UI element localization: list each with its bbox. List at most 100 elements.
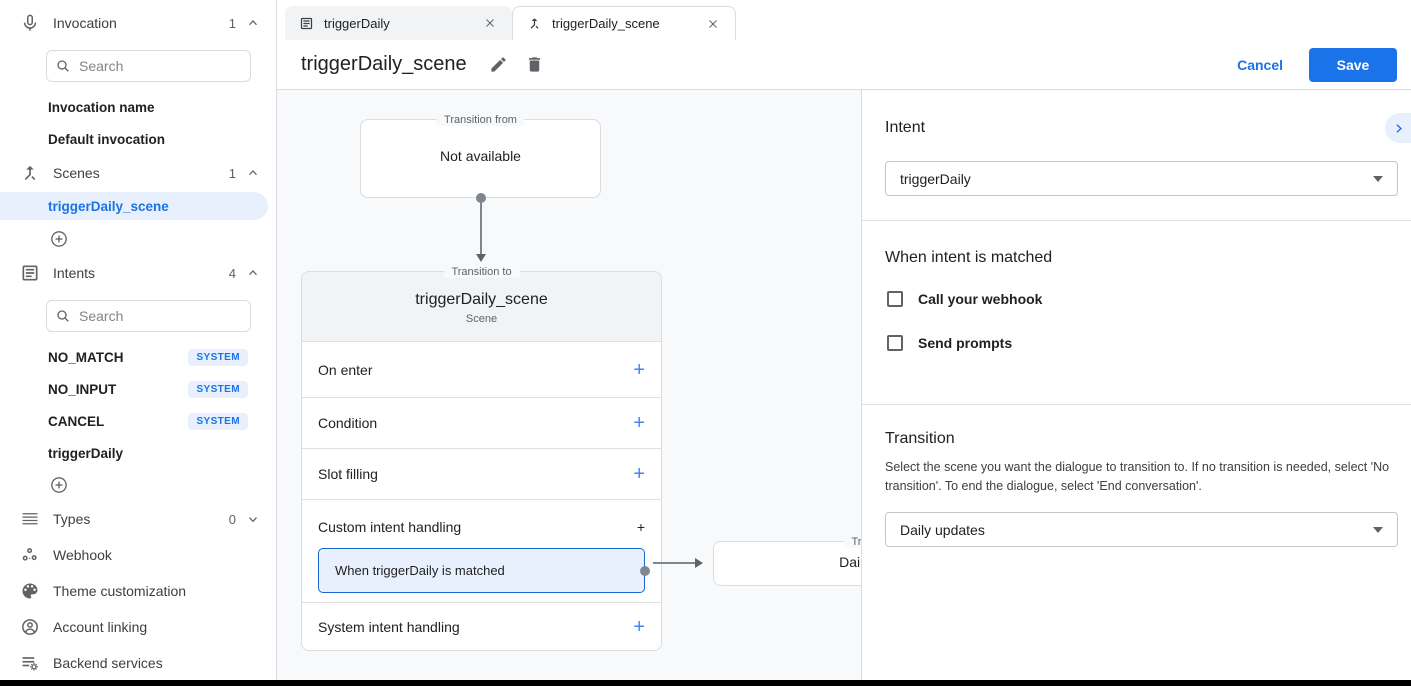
sidebar-item-webhook[interactable]: Webhook [0,542,276,568]
scene-card-title: triggerDaily_scene [415,291,548,308]
add-condition-button[interactable]: + [633,412,645,434]
add-scene-button[interactable] [49,229,69,249]
tab-triggerdaily[interactable]: triggerDaily [285,6,512,40]
scene-icon [527,16,542,31]
checkbox-unchecked[interactable] [887,335,903,351]
transition-to-legend: Transition to [443,266,520,278]
page-title: triggerDaily_scene [301,53,467,75]
backend-services-icon [20,653,40,673]
intent-heading: Intent [885,119,926,136]
account-circle-icon [20,617,40,637]
custom-intent-item-selected[interactable]: When triggerDaily is matched [318,548,650,593]
connector-line [653,562,695,564]
checkbox-unchecked[interactable] [887,291,903,307]
sidebar-item-cancel-intent[interactable]: CANCEL SYSTEM [0,408,276,434]
scene-card: Transition to triggerDaily_scene Scene O… [301,266,662,651]
chevron-up-icon [246,166,260,180]
chevron-up-icon [246,16,260,30]
dropdown-caret-icon [1373,175,1383,182]
transition-select[interactable]: Daily updates [885,512,1398,547]
tab-triggerdaily-scene[interactable]: triggerDaily_scene [512,6,736,40]
sidebar-section-invocation[interactable]: Invocation 1 [0,10,276,36]
section-label: Scenes [53,165,100,181]
send-prompts-checkbox-row[interactable]: Send prompts [887,335,1012,351]
intent-select[interactable]: triggerDaily [885,161,1398,196]
scene-row-system-intent-handling: System intent handling + [302,602,661,651]
system-badge: SYSTEM [188,380,248,398]
sidebar-item-default-invocation[interactable]: Default invocation [48,131,166,147]
types-list-icon [20,509,40,529]
system-badge: SYSTEM [188,412,248,430]
scene-diagram-canvas: Transition from Not available Transition… [277,90,861,680]
chevron-up-icon [246,266,260,280]
connector-line [480,202,482,254]
sidebar-item-account-linking[interactable]: Account linking [0,614,276,640]
sidebar-item-triggerdaily-intent[interactable]: triggerDaily [48,445,124,461]
intent-detail-panel: Intent triggerDaily When intent is match… [861,90,1411,680]
call-your-webhook-checkbox-row[interactable]: Call your webhook [887,291,1042,307]
scene-row-custom-intent-handling: Custom intent handling + When triggerDai… [302,499,661,602]
sidebar-section-scenes[interactable]: Scenes 1 [0,160,276,186]
panel-divider [862,404,1411,405]
sidebar-item-theme-customization[interactable]: Theme customization [0,578,276,604]
invocation-search-input[interactable] [79,58,219,74]
section-label: Invocation [53,15,117,31]
intent-list-icon [299,16,314,31]
arrow-right-head [695,558,703,568]
transition-heading: Transition [885,430,955,447]
tab-bar: triggerDaily triggerDaily_scene [277,0,1411,40]
add-slot-filling-button[interactable]: + [633,463,645,485]
scene-card-subtitle: Scene [465,313,498,325]
save-button[interactable]: Save [1309,47,1397,82]
search-icon [55,58,71,74]
sidebar-section-intents[interactable]: Intents 4 [0,260,276,286]
sidebar-item-triggerdaily-scene[interactable]: triggerDaily_scene [0,192,268,220]
collapse-panel-button[interactable] [1385,113,1411,143]
intents-search-box [46,300,251,332]
transition-target-value: Daily updates [839,554,861,570]
sidebar: Invocation 1 Invocation name Default inv… [0,0,277,680]
arrow-down-head [476,254,486,262]
add-custom-intent-button[interactable]: + [636,518,645,535]
cancel-button[interactable]: Cancel [1237,56,1283,73]
intent-list-icon [20,263,40,283]
sidebar-section-types[interactable]: Types 0 [0,506,276,532]
sidebar-item-no-match[interactable]: NO_MATCH SYSTEM [0,344,276,370]
transition-from-value: Not available [440,148,521,164]
connector-dot [476,193,486,203]
transition-from-box: Transition from Not available [360,114,601,198]
transition-target-box: Transition to Daily updates [713,536,861,586]
add-intent-button[interactable] [49,475,69,495]
section-count: 0 [228,511,236,527]
invocation-search-box [46,50,251,82]
microphone-icon [20,13,40,33]
system-badge: SYSTEM [188,348,248,366]
add-system-intent-button[interactable]: + [633,616,645,638]
chevron-down-icon [246,512,260,526]
sidebar-item-no-input[interactable]: NO_INPUT SYSTEM [0,376,276,402]
scene-icon [20,163,40,183]
section-label: Types [53,511,91,527]
close-icon[interactable] [480,13,500,33]
transition-to-legend: Transition to [843,536,861,548]
section-count: 1 [228,165,236,181]
bottom-bar [0,680,1411,686]
panel-divider [862,220,1411,221]
palette-icon [20,581,40,601]
edit-pencil-icon[interactable] [489,55,508,74]
add-on-enter-button[interactable]: + [633,358,645,381]
sidebar-item-invocation-name[interactable]: Invocation name [48,99,155,115]
webhook-nodes-icon [20,545,40,565]
scene-row-on-enter: On enter + [302,341,661,397]
title-bar: triggerDaily_scene Cancel Save [277,40,1411,90]
close-icon[interactable] [703,14,723,34]
dropdown-caret-icon [1373,526,1383,533]
when-intent-matched-heading: When intent is matched [885,249,1053,266]
search-icon [55,308,71,324]
scene-row-slot-filling: Slot filling + [302,448,661,499]
section-label: Intents [53,265,96,281]
intents-search-input[interactable] [79,308,219,324]
sidebar-item-backend-services[interactable]: Backend services [0,650,276,676]
delete-trash-icon[interactable] [525,55,544,74]
